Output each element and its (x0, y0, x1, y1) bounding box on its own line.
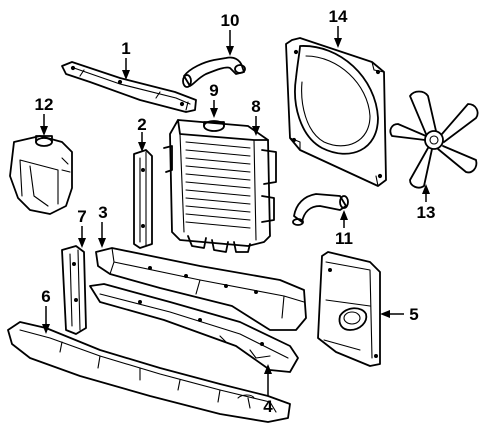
callout-7: 7 (77, 207, 86, 226)
callout-4: 4 (263, 397, 273, 416)
upper-support-part (61, 61, 197, 113)
lower-valance-part (7, 321, 291, 423)
upper-hose-part (182, 56, 246, 88)
leader-lines (40, 26, 430, 396)
callout-2: 2 (137, 115, 146, 134)
radiator-support-panel-part (95, 247, 307, 331)
callout-10: 10 (221, 11, 240, 30)
callout-8: 8 (251, 97, 260, 116)
side-bracket-part (133, 149, 153, 249)
callout-11: 11 (335, 229, 353, 248)
callout-12: 12 (35, 95, 54, 114)
baffle-part (317, 251, 381, 367)
fan-shroud-part (285, 37, 387, 187)
callout-5: 5 (409, 305, 418, 324)
reservoir-part (9, 135, 73, 215)
callout-13: 13 (417, 203, 436, 222)
fan-part (389, 90, 479, 189)
callout-3: 3 (98, 203, 107, 222)
callout-9: 9 (209, 81, 218, 100)
lower-support-part (89, 283, 299, 373)
callout-6: 6 (41, 287, 50, 306)
lower-hose-part (292, 193, 349, 226)
callout-14: 14 (329, 7, 348, 26)
radiator-part (163, 119, 277, 253)
side-bracket-lower-part (61, 245, 87, 335)
callout-labels: 1 2 3 4 5 6 7 8 9 10 11 12 13 14 (35, 7, 436, 416)
callout-1: 1 (121, 39, 130, 58)
